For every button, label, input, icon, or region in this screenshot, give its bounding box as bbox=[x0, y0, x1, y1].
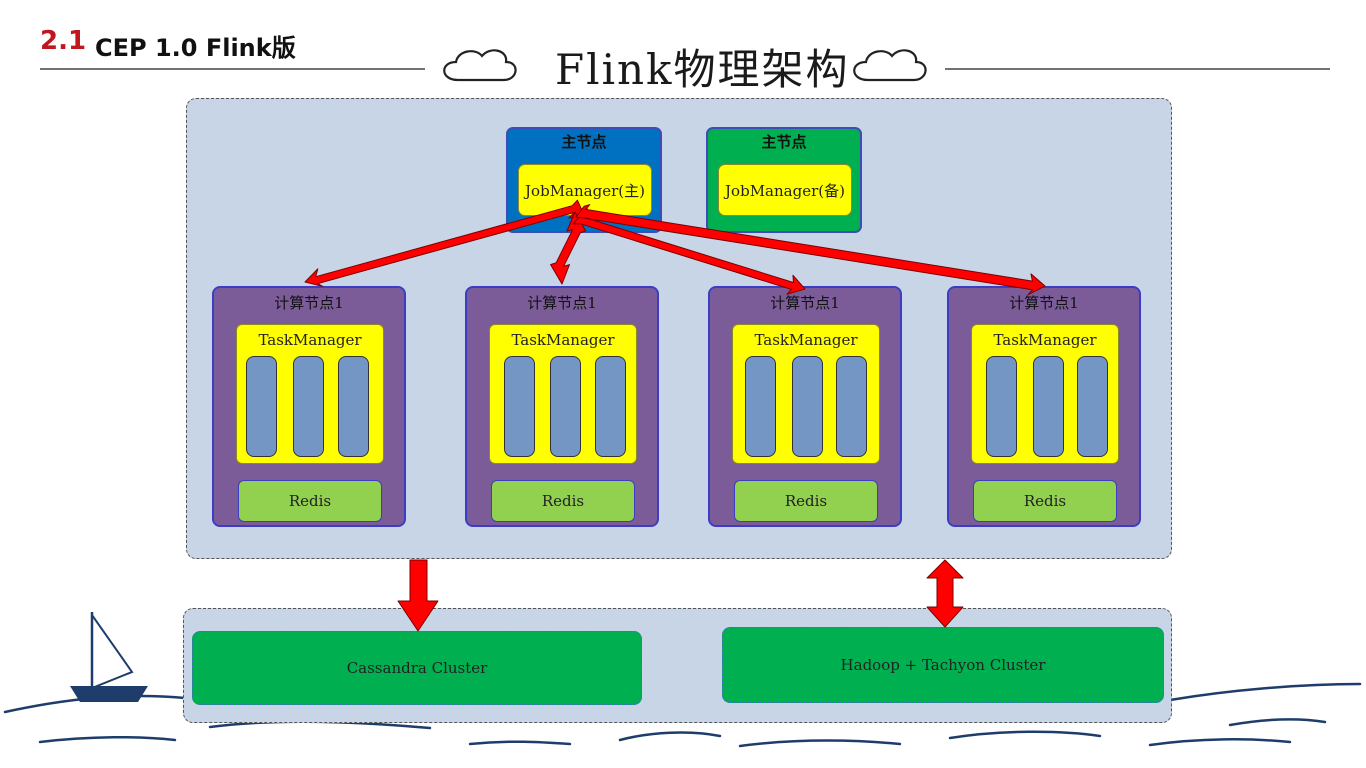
master-node-standby: 主节点 JobManager(备) bbox=[706, 127, 862, 233]
redis-store: Redis bbox=[491, 480, 635, 522]
compute-node-3: 计算节点1 TaskManager Redis bbox=[708, 286, 902, 527]
task-slot bbox=[1033, 356, 1064, 457]
task-slot bbox=[504, 356, 535, 457]
task-manager-label: TaskManager bbox=[258, 331, 362, 349]
task-manager-label: TaskManager bbox=[754, 331, 858, 349]
compute-node-2: 计算节点1 TaskManager Redis bbox=[465, 286, 659, 527]
task-slot bbox=[550, 356, 581, 457]
redis-store: Redis bbox=[238, 480, 382, 522]
master-node-label: 主节点 bbox=[761, 133, 807, 151]
cloud-icon bbox=[443, 49, 517, 82]
compute-node-label: 计算节点1 bbox=[527, 294, 597, 312]
compute-node-label: 计算节点1 bbox=[274, 294, 344, 312]
hadoop-tachyon-cluster: Hadoop + Tachyon Cluster bbox=[722, 627, 1164, 703]
compute-node-4: 计算节点1 TaskManager Redis bbox=[947, 286, 1141, 527]
task-manager: TaskManager bbox=[236, 324, 384, 464]
task-slot bbox=[293, 356, 324, 457]
compute-node-1: 计算节点1 TaskManager Redis bbox=[212, 286, 406, 527]
double-arrow bbox=[550, 211, 587, 285]
task-slot bbox=[745, 356, 776, 457]
task-slot bbox=[792, 356, 823, 457]
task-manager: TaskManager bbox=[732, 324, 880, 464]
cassandra-cluster: Cassandra Cluster bbox=[192, 631, 642, 705]
task-slot bbox=[836, 356, 867, 457]
double-arrow bbox=[304, 199, 585, 287]
cloud-icon bbox=[853, 49, 927, 82]
task-slot bbox=[1077, 356, 1108, 457]
double-arrow bbox=[575, 204, 1046, 296]
section-number: 2.1 bbox=[40, 26, 87, 56]
task-manager-label: TaskManager bbox=[993, 331, 1097, 349]
job-manager-standby: JobManager(备) bbox=[718, 164, 852, 216]
compute-node-label: 计算节点1 bbox=[770, 294, 840, 312]
task-slot bbox=[595, 356, 626, 457]
down-arrow bbox=[397, 559, 439, 632]
master-node-label: 主节点 bbox=[561, 133, 607, 151]
task-slot bbox=[246, 356, 277, 457]
section-title: CEP 1.0 Flink版 bbox=[95, 34, 296, 62]
task-slot bbox=[338, 356, 369, 457]
redis-store: Redis bbox=[973, 480, 1117, 522]
redis-store: Redis bbox=[734, 480, 878, 522]
master-node-primary: 主节点 JobManager(主) bbox=[506, 127, 662, 233]
double-arrow bbox=[926, 559, 964, 628]
page-title: Flink物理架构 bbox=[555, 45, 850, 94]
compute-node-label: 计算节点1 bbox=[1009, 294, 1079, 312]
task-manager: TaskManager bbox=[971, 324, 1119, 464]
task-manager: TaskManager bbox=[489, 324, 637, 464]
task-manager-label: TaskManager bbox=[511, 331, 615, 349]
task-slot bbox=[986, 356, 1017, 457]
